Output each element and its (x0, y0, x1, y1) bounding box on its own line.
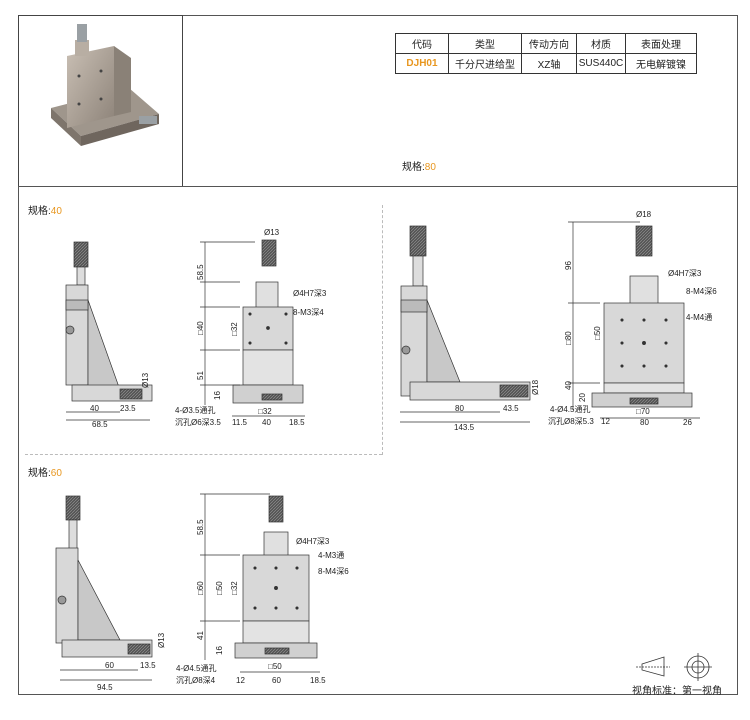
dim-text: 11.5 (232, 418, 248, 427)
spec-60-label: 规格:60 (28, 464, 62, 479)
dim-text: 68.5 (92, 420, 108, 429)
projection-label: 视角标准：第一视角 (632, 686, 722, 697)
dim-text: 58.5 (196, 519, 205, 535)
dim-text: 8-M4深6 (318, 567, 349, 576)
spec60-side-view (55, 495, 153, 681)
dim-text: □60 (196, 581, 205, 595)
spec-value-80: 80 (424, 162, 436, 173)
dim-text: Ø4H7深3 (296, 537, 330, 546)
dim-text: 143.5 (454, 423, 475, 432)
first-angle-projection-icon (636, 653, 712, 681)
section-divider (18, 186, 738, 187)
dim-text: Ø18 (531, 379, 540, 395)
dim-text: □40 (196, 321, 205, 335)
header-direction: 传动方向 (521, 33, 577, 54)
dim-text: 18.5 (289, 418, 305, 427)
dim-text: 4-Ø3.5通孔 (175, 405, 215, 415)
dim-text: Ø13 (141, 372, 150, 388)
dim-text: 41 (196, 631, 205, 640)
dim-text: 94.5 (97, 683, 113, 692)
header-material: 材质 (576, 33, 626, 54)
dim-text: 13.5 (140, 661, 156, 670)
spec-prefix: 规格: (28, 206, 51, 217)
dim-text: 12 (601, 417, 610, 426)
dim-text: 43.5 (503, 404, 519, 413)
spec60-front-view (200, 493, 320, 673)
dim-text: 40 (90, 404, 99, 413)
dim-text: 58.5 (196, 264, 205, 280)
dim-text: □70 (636, 407, 650, 416)
dim-text: 96 (564, 261, 573, 270)
spec-value-60: 60 (50, 468, 62, 479)
sheet-frame (18, 15, 738, 695)
dim-text: 12 (236, 676, 245, 685)
spec-prefix: 规格: (28, 468, 51, 479)
spec-prefix: 规格: (402, 162, 425, 173)
dim-text: 20 (578, 393, 587, 402)
dashed-divider-horizontal (25, 454, 382, 455)
cell-surface: 无电解镀镍 (625, 53, 697, 74)
dim-text: 26 (683, 418, 692, 427)
spec-40-label: 规格:40 (28, 202, 62, 217)
dim-text: 沉孔Ø6深3.5 (175, 418, 221, 427)
dim-text: Ø18 (636, 210, 652, 219)
dim-text: 16 (213, 391, 222, 400)
dim-text: 51 (196, 371, 205, 380)
dim-text: Ø13 (157, 632, 166, 648)
dim-text: 沉孔Ø8深4 (176, 676, 216, 685)
dashed-divider-vertical (382, 205, 383, 455)
dim-text: 60 (105, 661, 114, 670)
spec-value-40: 40 (50, 206, 62, 217)
dim-text: 80 (455, 404, 464, 413)
dim-text: 80 (640, 418, 649, 427)
header-surface: 表面处理 (625, 33, 697, 54)
dim-text: □32 (230, 581, 239, 595)
product-photo (51, 24, 159, 146)
dim-text: 23.5 (120, 404, 136, 413)
spec40-front-view (200, 239, 305, 417)
dim-text: Ø4H7深3 (293, 289, 327, 298)
dim-text: 18.5 (310, 676, 326, 685)
dim-text: 40 (564, 381, 573, 390)
dim-text: 4-Ø4.5通孔 (550, 404, 590, 414)
dim-text: □50 (268, 662, 282, 671)
spec80-front-view (568, 221, 700, 419)
spec80-side-view (400, 225, 531, 423)
spec-table-row: DJH01 千分尺进给型 XZ轴 SUS440C 无电解镀镍 (395, 53, 697, 74)
dim-text: 8-M4深6 (686, 287, 717, 296)
spec40-side-view (65, 241, 153, 421)
dim-text: □32 (230, 322, 239, 336)
dim-text: □50 (215, 581, 224, 595)
dim-text: □32 (258, 407, 272, 416)
dim-text: 16 (215, 646, 224, 655)
spec-80-label: 规格:80 (402, 158, 436, 173)
dim-text: 4-Ø4.5通孔 (176, 663, 216, 673)
dim-text: 8-M3深4 (293, 308, 324, 317)
cell-type: 千分尺进给型 (448, 53, 522, 74)
dim-text: Ø4H7深3 (668, 269, 702, 278)
dim-text: 4-M4通 (686, 312, 712, 322)
spec-table: 代码 类型 传动方向 材质 表面处理 DJH01 千分尺进给型 XZ轴 SUS4… (395, 33, 697, 74)
dim-text: 40 (262, 418, 271, 427)
header-type: 类型 (448, 33, 522, 54)
dim-text: 60 (272, 676, 281, 685)
dim-text: Ø13 (264, 228, 280, 237)
dim-text: 4-M3通 (318, 550, 344, 560)
dim-text: □50 (593, 326, 602, 340)
dim-text: 沉孔Ø8深5.3 (548, 417, 594, 426)
dim-text: □80 (564, 331, 573, 345)
